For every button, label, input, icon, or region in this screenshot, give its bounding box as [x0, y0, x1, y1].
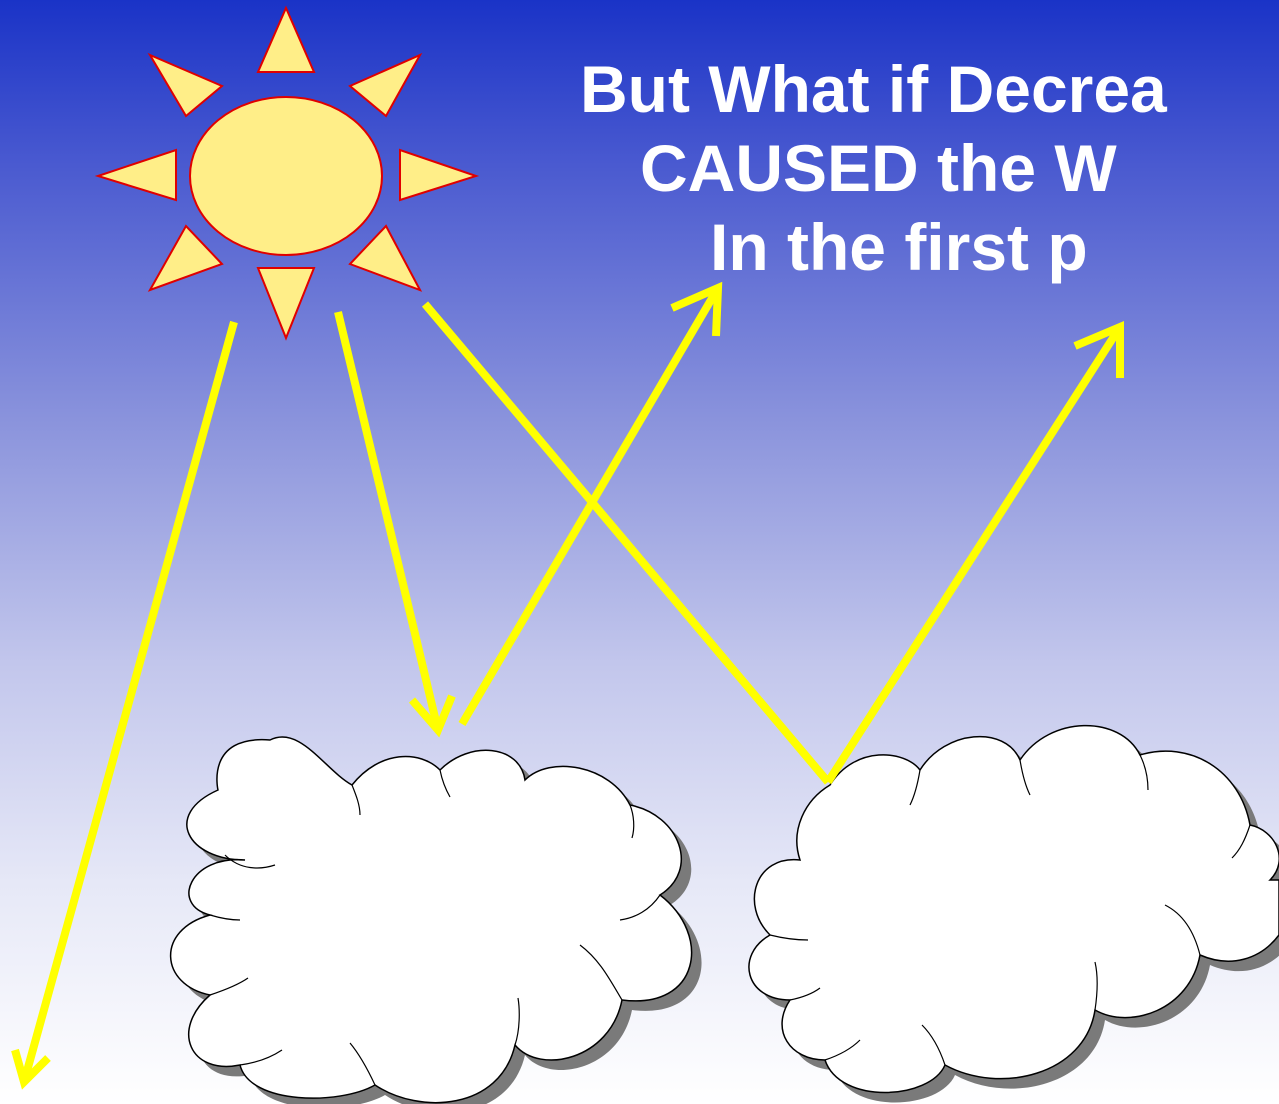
cloud-left-icon [171, 737, 702, 1104]
sun-disc [190, 97, 382, 255]
sun-ray-bottom-right [350, 226, 420, 290]
slide-title-line-1: But What if Decrea [580, 50, 1279, 129]
sun-ray-right [400, 150, 476, 200]
sunlight-to-left-cloud-arrow [338, 312, 438, 730]
sun-icon [98, 8, 476, 338]
sun-ray-top-right [350, 55, 420, 116]
sun-ray-left [98, 150, 176, 200]
slide-title: But What if Decrea CAUSED the W In the f… [580, 50, 1279, 287]
sun-ray-top-left [150, 55, 222, 116]
sun-ray-bottom [258, 268, 314, 338]
slide-title-line-2: CAUSED the W [580, 129, 1279, 208]
reflected-from-left-cloud-arrow [462, 288, 718, 724]
sun-ray-bottom-left [150, 226, 222, 290]
slide-title-line-3: In the first p [580, 208, 1279, 287]
sunlight-to-right-cloud-line [425, 304, 828, 782]
sun-ray-top [258, 8, 314, 72]
reflected-from-right-cloud-arrow [828, 327, 1120, 782]
